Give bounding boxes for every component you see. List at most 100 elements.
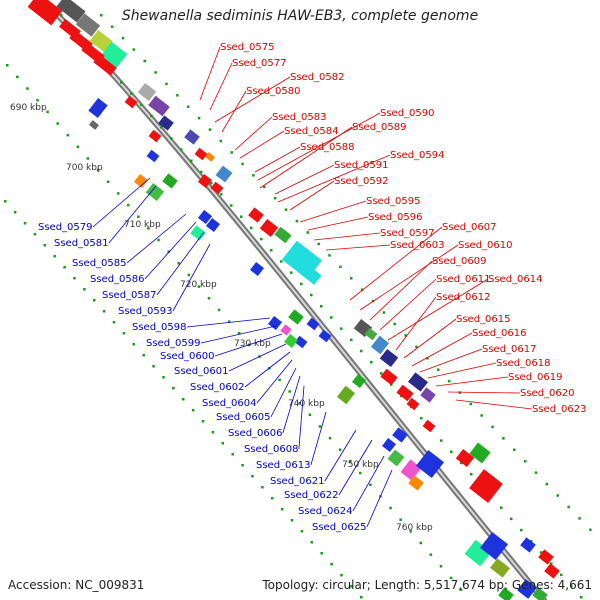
gene-block bbox=[137, 82, 157, 102]
gene-block bbox=[162, 173, 178, 189]
gene-block bbox=[280, 324, 292, 336]
track-dot bbox=[93, 299, 96, 302]
track-dot bbox=[270, 249, 273, 252]
track-dot bbox=[340, 574, 343, 577]
gene-block bbox=[479, 531, 509, 561]
gene-block bbox=[100, 41, 128, 69]
leader-line bbox=[92, 177, 151, 228]
gene-block bbox=[148, 95, 170, 117]
track-dot bbox=[273, 196, 277, 200]
track-dot bbox=[278, 378, 281, 382]
track-dot bbox=[26, 87, 29, 90]
gene-block bbox=[364, 327, 378, 341]
gene-block bbox=[532, 587, 548, 600]
gene-block bbox=[197, 209, 213, 225]
tick-label-690-kbp: 690 kbp bbox=[10, 103, 47, 113]
gene-block bbox=[408, 475, 424, 491]
gene-label-ssed-0594: Ssed_0594 bbox=[390, 150, 445, 161]
track-dot bbox=[220, 193, 223, 196]
track-dot bbox=[201, 420, 205, 423]
track-dot bbox=[578, 517, 581, 520]
gene-label-ssed-0602: Ssed_0602 bbox=[190, 382, 245, 393]
track-dot bbox=[180, 148, 183, 151]
track-dot bbox=[211, 431, 215, 434]
track-dot bbox=[320, 305, 323, 308]
gene-label-ssed-0606: Ssed_0606 bbox=[228, 428, 283, 439]
track-dot bbox=[142, 354, 145, 357]
gene-block bbox=[146, 149, 160, 163]
track-dot bbox=[241, 162, 244, 166]
leader-line bbox=[325, 244, 391, 251]
track-dot bbox=[328, 436, 332, 440]
track-dot bbox=[227, 320, 231, 323]
gene-block bbox=[464, 539, 492, 567]
gene-label-ssed-0608: Ssed_0608 bbox=[244, 444, 299, 455]
leader-line bbox=[299, 200, 367, 223]
track-dot bbox=[271, 497, 274, 500]
accession-text: Accession: NC_009831 bbox=[8, 578, 145, 592]
leader-line bbox=[221, 90, 247, 133]
gene-block bbox=[124, 95, 138, 109]
leader-line bbox=[411, 332, 473, 367]
gene-block bbox=[56, 0, 86, 23]
leader-line bbox=[156, 231, 205, 296]
track-dot bbox=[589, 528, 592, 532]
track-dot bbox=[359, 471, 362, 475]
track-dot bbox=[241, 464, 244, 467]
track-dot bbox=[370, 360, 373, 364]
track-dot bbox=[263, 185, 266, 189]
leader-line bbox=[395, 296, 437, 351]
gene-block bbox=[274, 226, 292, 244]
leader-line bbox=[239, 130, 285, 159]
track-dot bbox=[46, 110, 49, 114]
track-dot bbox=[460, 461, 463, 465]
track-dot bbox=[280, 260, 283, 263]
label-leader-lines bbox=[92, 46, 533, 528]
leader-line bbox=[324, 429, 357, 482]
gene-block bbox=[415, 449, 445, 479]
gene-block bbox=[205, 152, 215, 162]
track-dot bbox=[217, 308, 221, 312]
gene-block bbox=[379, 348, 399, 368]
track-dot bbox=[23, 222, 27, 225]
track-dot bbox=[560, 573, 563, 577]
track-dot bbox=[338, 448, 342, 452]
gene-block bbox=[455, 448, 475, 468]
track-dot bbox=[419, 541, 423, 545]
gene-block bbox=[190, 225, 206, 241]
gene-label-ssed-0590: Ssed_0590 bbox=[380, 108, 435, 119]
gene-block bbox=[148, 129, 162, 143]
track-dot bbox=[290, 519, 294, 522]
gene-labels: Ssed_0575Ssed_0577Ssed_0582Ssed_0580Ssed… bbox=[38, 42, 587, 533]
gene-block bbox=[517, 579, 537, 599]
track-dot bbox=[191, 409, 195, 412]
track-dot bbox=[298, 401, 302, 405]
track-dot bbox=[567, 505, 570, 509]
leader-line bbox=[427, 362, 497, 379]
gene-block bbox=[318, 329, 332, 343]
track-dot bbox=[137, 215, 140, 218]
track-dot bbox=[250, 226, 253, 230]
gene-label-ssed-0589: Ssed_0589 bbox=[352, 122, 407, 133]
gene-label-ssed-0621: Ssed_0621 bbox=[270, 476, 325, 487]
track-dot bbox=[230, 204, 233, 207]
track-dot bbox=[147, 227, 150, 230]
track-dot bbox=[310, 293, 313, 297]
gene-label-ssed-0614: Ssed_0614 bbox=[488, 274, 543, 285]
leader-line bbox=[338, 439, 373, 496]
gene-block bbox=[184, 129, 200, 145]
gene-label-ssed-0582: Ssed_0582 bbox=[290, 72, 345, 83]
gene-block bbox=[469, 442, 491, 464]
track-dot bbox=[238, 332, 241, 335]
gene-block bbox=[306, 317, 320, 331]
leader-line bbox=[349, 226, 443, 301]
gene-block bbox=[133, 173, 149, 189]
gene-block bbox=[408, 372, 428, 392]
leader-line bbox=[254, 146, 301, 173]
leader-line bbox=[257, 112, 381, 181]
track-dot bbox=[116, 192, 120, 195]
track-dot bbox=[170, 137, 173, 140]
gene-block bbox=[288, 309, 304, 325]
track-dot bbox=[389, 506, 392, 510]
leader-line bbox=[366, 469, 393, 528]
